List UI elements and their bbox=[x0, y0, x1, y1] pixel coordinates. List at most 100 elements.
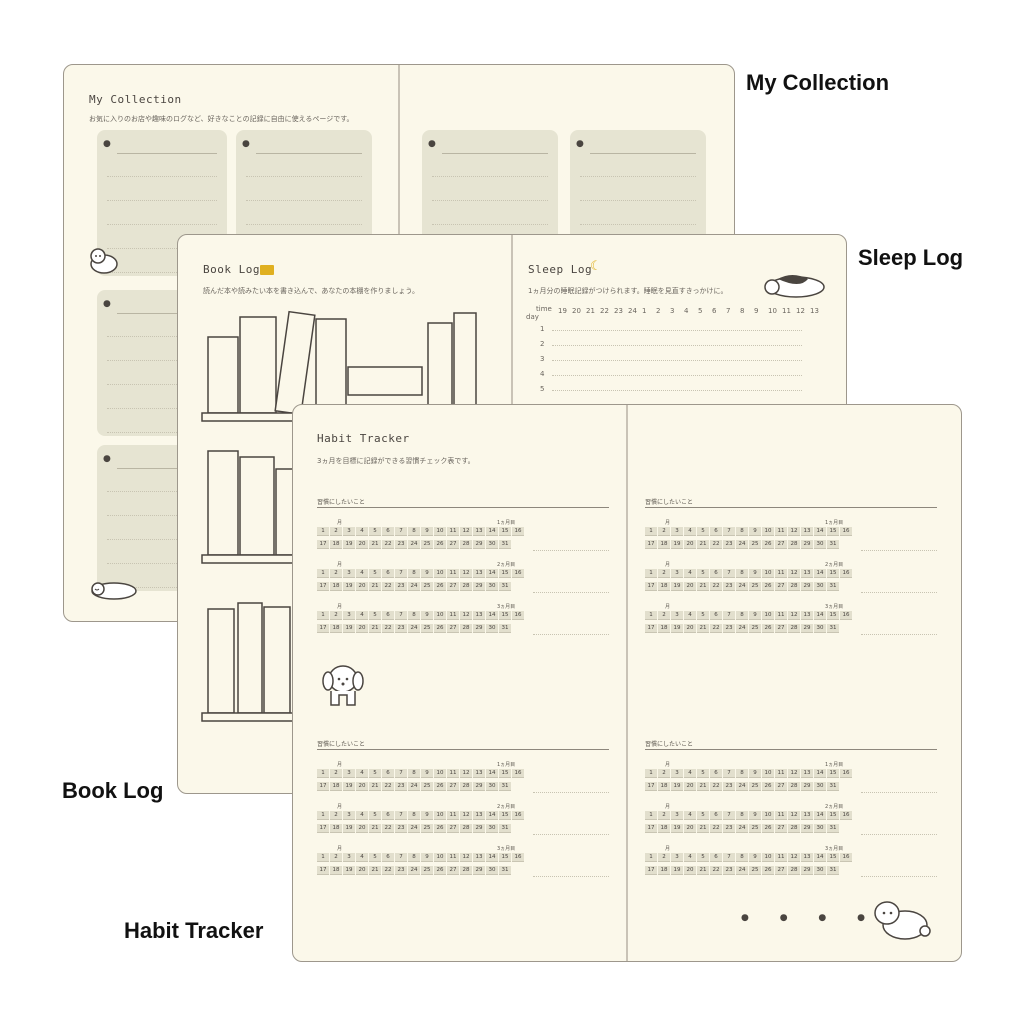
day-cell: 6 bbox=[710, 611, 722, 620]
sleep-log-title: Sleep Log bbox=[528, 263, 593, 276]
day-cell: 21 bbox=[697, 782, 709, 791]
day-cell: 7 bbox=[723, 527, 735, 536]
day-cell: 19 bbox=[343, 624, 355, 633]
day-cell: 28 bbox=[788, 782, 800, 791]
day-cell: 23 bbox=[723, 866, 735, 875]
day-cell: 25 bbox=[421, 866, 433, 875]
notebook-spine bbox=[626, 405, 628, 961]
day-cell: 28 bbox=[788, 824, 800, 833]
day-cell: 4 bbox=[356, 527, 368, 536]
day-cell: 25 bbox=[749, 624, 761, 633]
day-cell: 13 bbox=[801, 527, 813, 536]
day-cell: 2 bbox=[658, 569, 670, 578]
day-cell: 14 bbox=[486, 853, 498, 862]
day-cell: 10 bbox=[434, 853, 446, 862]
card-line bbox=[107, 360, 217, 361]
day-cell: 25 bbox=[421, 824, 433, 833]
paw-icon: ● bbox=[428, 139, 436, 149]
day-cell: 15 bbox=[827, 569, 839, 578]
day-cell: 27 bbox=[775, 824, 787, 833]
card-header-line bbox=[442, 153, 548, 154]
hour-label: 19 bbox=[558, 307, 567, 315]
day-cell: 7 bbox=[395, 569, 407, 578]
habit-heading-rule bbox=[317, 749, 609, 750]
day-cell: 3 bbox=[343, 527, 355, 536]
day-cell: 6 bbox=[382, 811, 394, 820]
day-cell: 26 bbox=[762, 624, 774, 633]
day-cell: 28 bbox=[788, 624, 800, 633]
day-cell: 8 bbox=[736, 811, 748, 820]
grid-row bbox=[552, 345, 802, 346]
day-cell: 13 bbox=[473, 811, 485, 820]
day-cell: 22 bbox=[382, 540, 394, 549]
day-cell: 11 bbox=[775, 853, 787, 862]
day-cell: 8 bbox=[736, 853, 748, 862]
day-cell: 6 bbox=[382, 769, 394, 778]
habit-note-line bbox=[861, 834, 937, 835]
day-cell: 2 bbox=[330, 811, 342, 820]
day-cell: 4 bbox=[356, 769, 368, 778]
day-cell: 19 bbox=[671, 824, 683, 833]
day-cell: 4 bbox=[356, 611, 368, 620]
day-cell: 7 bbox=[723, 853, 735, 862]
day-cell: 10 bbox=[762, 611, 774, 620]
day-cell: 25 bbox=[749, 782, 761, 791]
day-cell: 28 bbox=[788, 540, 800, 549]
day-cell: 12 bbox=[460, 527, 472, 536]
day-cell: 23 bbox=[395, 540, 407, 549]
day-cell: 11 bbox=[775, 611, 787, 620]
day-cell: 18 bbox=[330, 824, 342, 833]
habit-note-line bbox=[861, 876, 937, 877]
day-cell: 5 bbox=[369, 853, 381, 862]
day-cell: 24 bbox=[736, 582, 748, 591]
day-cell: 19 bbox=[671, 782, 683, 791]
month-label: 月 bbox=[337, 604, 343, 610]
hour-label: 2 bbox=[656, 307, 661, 315]
day-cell: 6 bbox=[382, 527, 394, 536]
day-cell: 19 bbox=[343, 782, 355, 791]
day-cell: 20 bbox=[356, 582, 368, 591]
day-number: 5 bbox=[540, 385, 545, 393]
day-cell: 30 bbox=[486, 582, 498, 591]
day-cell: 31 bbox=[499, 582, 511, 591]
day-cell: 13 bbox=[801, 811, 813, 820]
day-cell: 7 bbox=[395, 769, 407, 778]
day-cell: 16 bbox=[512, 811, 524, 820]
day-cell: 7 bbox=[723, 769, 735, 778]
day-cell: 21 bbox=[697, 824, 709, 833]
day-cell: 29 bbox=[801, 782, 813, 791]
day-cell: 5 bbox=[697, 611, 709, 620]
day-cell: 16 bbox=[840, 853, 852, 862]
card-line bbox=[432, 176, 548, 177]
day-cell: 31 bbox=[827, 824, 839, 833]
day-cell: 10 bbox=[762, 853, 774, 862]
day-cell: 29 bbox=[801, 866, 813, 875]
card-line bbox=[107, 587, 217, 588]
month-target: 2ヵ月目 bbox=[825, 562, 844, 568]
day-cell: 1 bbox=[317, 769, 329, 778]
month-target: 1ヵ月目 bbox=[825, 762, 844, 768]
day-cell: 18 bbox=[658, 624, 670, 633]
day-cell: 17 bbox=[317, 540, 329, 549]
day-cell: 15 bbox=[499, 811, 511, 820]
card-line bbox=[107, 539, 217, 540]
moon-icon: ☾ bbox=[590, 259, 602, 274]
day-cell: 3 bbox=[343, 569, 355, 578]
day-cell: 14 bbox=[814, 853, 826, 862]
day-cell: 28 bbox=[460, 582, 472, 591]
day-cell: 5 bbox=[697, 811, 709, 820]
grid-row bbox=[552, 390, 802, 391]
day-cell: 16 bbox=[840, 569, 852, 578]
paw-prints: ● ● ● ● ● bbox=[741, 913, 918, 923]
day-cell: 12 bbox=[460, 611, 472, 620]
day-cell: 7 bbox=[723, 611, 735, 620]
day-cell: 26 bbox=[762, 540, 774, 549]
hour-label: 22 bbox=[600, 307, 609, 315]
day-cell: 31 bbox=[827, 866, 839, 875]
day-cell: 19 bbox=[343, 582, 355, 591]
day-cell: 1 bbox=[317, 527, 329, 536]
